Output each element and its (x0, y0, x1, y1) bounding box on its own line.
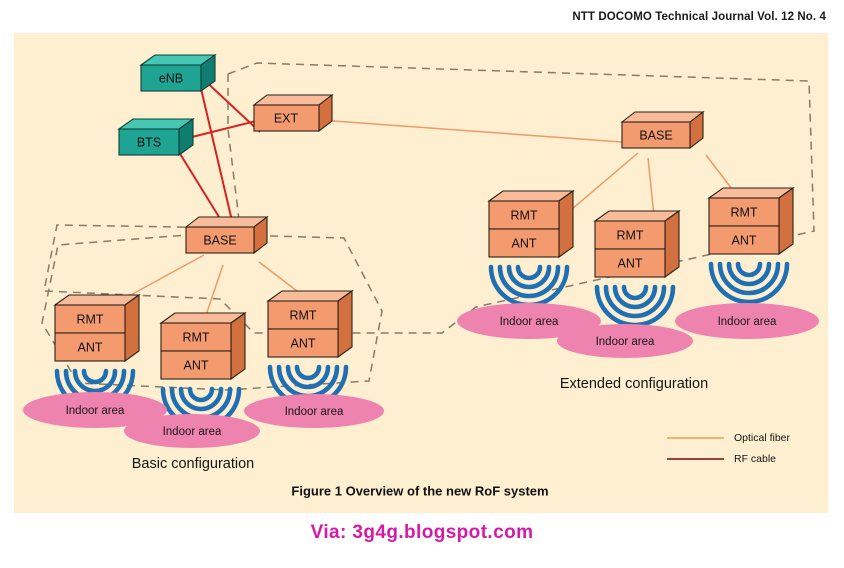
indoor-area-b2-label: Indoor area (163, 426, 222, 438)
remote-unit-l1-ant-label: ANT (78, 340, 103, 354)
via-attribution: Via: 3g4g.blogspot.com (310, 522, 534, 543)
remote-unit-r2-rmt-label: RMT (616, 228, 643, 242)
basic-configuration-label: Basic configuration (132, 456, 255, 472)
rf-cable-links (173, 76, 261, 239)
remote-unit-l2-ant-label: ANT (184, 358, 209, 372)
indoor-area-e3-label: Indoor area (718, 316, 777, 328)
node-bts-label: BTS (137, 135, 161, 149)
fiber-ext-to-base-right (319, 119, 636, 144)
diagram-canvas: .bx-face { fill: #f49a6f; stroke: #2a211… (23, 53, 819, 498)
indoor-area-b3-label: Indoor area (285, 406, 344, 418)
remote-unit-l3-rmt-label: RMT (289, 308, 316, 322)
remote-unit-r1[interactable]: RMT ANT (487, 189, 575, 259)
remote-unit-l3-ant-label: ANT (291, 336, 316, 350)
node-ext-label: EXT (274, 111, 299, 125)
node-base-left[interactable]: BASE (184, 215, 269, 255)
rf-link-enb-base (198, 79, 237, 239)
node-enb-label: eNB (159, 71, 183, 85)
remote-unit-r3[interactable]: RMT ANT (707, 186, 795, 256)
indoor-area-e2-label: Indoor area (596, 336, 655, 348)
legend: Optical fiber RF cable (667, 432, 791, 465)
remote-unit-r3-rmt-label: RMT (730, 205, 757, 219)
remote-unit-r2[interactable]: RMT ANT (593, 209, 681, 279)
legend-label-rf-cable: RF cable (734, 453, 776, 465)
boundary-ext-corridor (43, 62, 815, 334)
node-base-right[interactable]: BASE (620, 110, 705, 150)
remote-unit-l1-rmt-label: RMT (76, 312, 103, 326)
indoor-area-e3[interactable]: Indoor area (675, 303, 819, 339)
node-bts[interactable]: BTS (117, 117, 195, 157)
node-base-left-label: BASE (203, 233, 236, 247)
remote-unit-r2-ant-label: ANT (618, 256, 643, 270)
fiber-basel-rmt1 (117, 254, 205, 303)
legend-label-optical-fiber: Optical fiber (734, 432, 791, 444)
node-base-right-label: BASE (639, 128, 672, 142)
remote-unit-r1-rmt-label: RMT (510, 208, 537, 222)
extended-configuration-label: Extended configuration (560, 376, 708, 392)
wave-icon (711, 264, 787, 302)
indoor-area-e2[interactable]: Indoor area (557, 324, 693, 358)
journal-header: NTT DOCOMO Technical Journal Vol. 12 No.… (572, 11, 826, 23)
wave-icon (597, 287, 673, 325)
indoor-area-b2[interactable]: Indoor area (124, 414, 260, 448)
indoor-area-e1[interactable]: Indoor area (457, 303, 601, 339)
remote-unit-r1-ant-label: ANT (512, 236, 537, 250)
indoor-area-b3[interactable]: Indoor area (244, 394, 384, 428)
remote-unit-l3[interactable]: RMT ANT (266, 289, 354, 359)
boundary-basic-config (41, 233, 383, 391)
remote-unit-l2[interactable]: RMT ANT (159, 311, 247, 381)
remote-unit-l2-rmt-label: RMT (182, 330, 209, 344)
indoor-area-b1[interactable]: Indoor area (23, 392, 167, 428)
remote-unit-r3-ant-label: ANT (732, 233, 757, 247)
node-ext[interactable]: EXT (252, 93, 334, 133)
remote-unit-l1[interactable]: RMT ANT (53, 293, 141, 363)
wave-icon (491, 267, 567, 305)
fiber-basel-rmt2 (203, 264, 224, 322)
figure-panel: .bx-face { fill: #f49a6f; stroke: #2a211… (14, 33, 828, 513)
node-enb[interactable]: eNB (139, 53, 217, 93)
figure-caption: Figure 1 Overview of the new RoF system (291, 483, 548, 498)
indoor-area-e1-label: Indoor area (500, 316, 559, 328)
indoor-area-b1-label: Indoor area (66, 405, 125, 417)
